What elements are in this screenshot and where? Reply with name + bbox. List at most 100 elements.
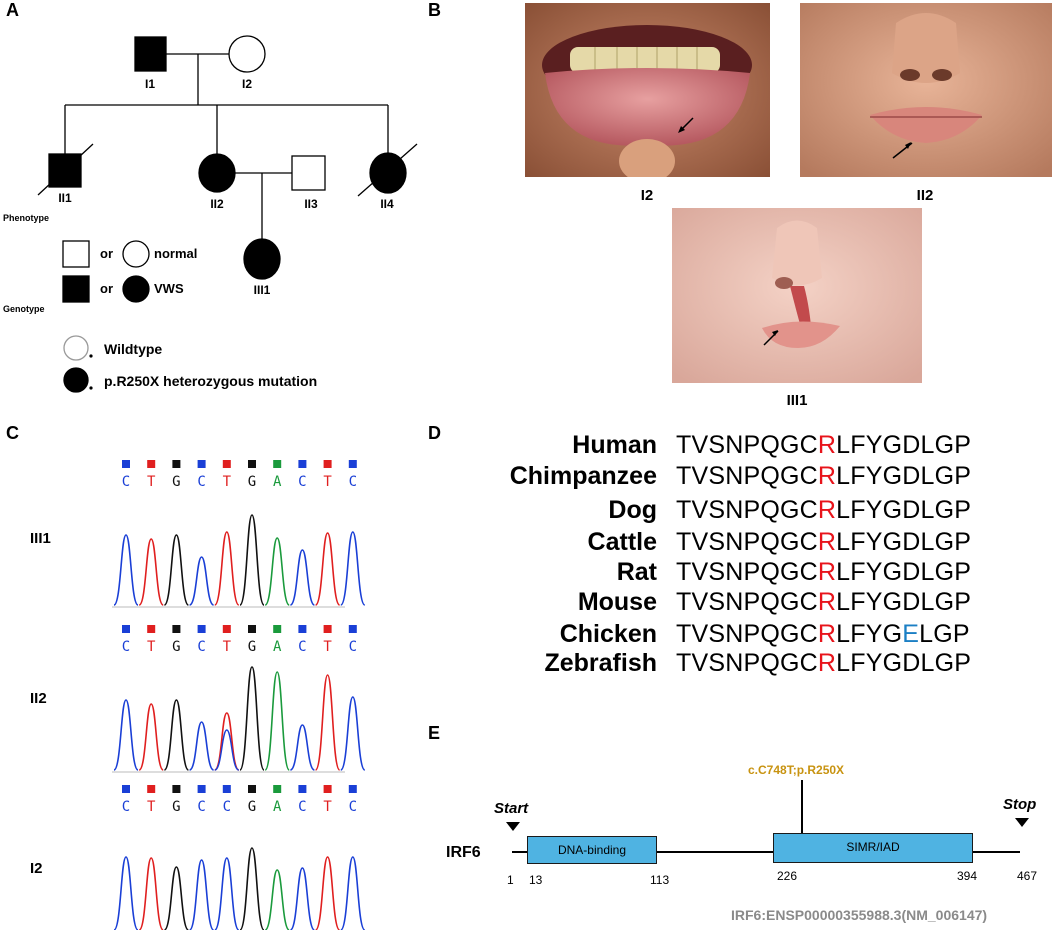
base-quality-square	[348, 460, 357, 468]
base-call-g: G	[248, 799, 256, 815]
legend-phenotype-label: Phenotype	[3, 213, 50, 223]
species-label: Chimpanzee	[509, 462, 657, 490]
base-quality-square	[298, 785, 307, 793]
legend-vws-text: VWS	[154, 281, 184, 296]
base-call-a: A	[273, 639, 282, 655]
sequence-segment: LGP	[920, 558, 972, 586]
base-call-c: C	[197, 799, 205, 815]
species-label: Dog	[608, 496, 657, 524]
mutation-label: c.C748T;p.R250X	[748, 763, 845, 777]
legend-affected-circle	[122, 275, 150, 303]
species-label: Cattle	[587, 528, 657, 556]
variant-residue: D	[902, 528, 921, 556]
trace-peak	[340, 531, 366, 606]
panel-label-b: B	[428, 0, 441, 20]
pedigree-label-ii2: II2	[210, 197, 224, 211]
base-call-a: A	[273, 799, 282, 815]
photo-label-ii2: II2	[916, 187, 934, 204]
trace-peak	[289, 724, 316, 771]
sequence-row: TVSNPQGCRLFYGDLGP	[676, 461, 971, 491]
base-quality-square	[323, 785, 332, 793]
trace-peak	[340, 696, 366, 771]
sequence-segment: LGP	[920, 431, 972, 459]
base-call-t: T	[223, 639, 232, 655]
sequence-row: TVSNPQGCRLFYGELGP	[676, 619, 970, 649]
pedigree-iii1-circle	[243, 238, 281, 280]
pedigree-label-i2: I2	[241, 77, 252, 91]
sequence-segment: LFYG	[836, 558, 903, 586]
base-call-c: C	[223, 799, 231, 815]
protein-map	[506, 780, 1029, 853]
base-quality-square	[197, 460, 206, 468]
trace-peak	[239, 666, 265, 771]
trace-peak	[138, 538, 164, 606]
trace-peak	[264, 869, 290, 930]
trace-peak	[264, 671, 290, 771]
variant-residue: D	[902, 649, 921, 677]
base-quality-square	[273, 625, 282, 633]
species-label: Mouse	[577, 588, 657, 616]
variant-residue: D	[902, 558, 921, 586]
legend-or-1: or	[100, 246, 113, 261]
photo-label-iii1: III1	[786, 392, 808, 409]
position-226: 226	[777, 869, 798, 883]
base-quality-square	[248, 785, 256, 793]
conserved-residue: R	[817, 496, 837, 524]
base-quality-square	[348, 625, 357, 633]
sequence-segment: LFYG	[836, 528, 903, 556]
species-label: Rat	[616, 558, 657, 586]
legend-mutation-text: p.R250X heterozygous mutation	[104, 373, 318, 389]
base-quality-square	[197, 785, 206, 793]
trace-peak	[314, 532, 341, 606]
base-quality-square	[273, 785, 282, 793]
legend-normal-square	[62, 240, 90, 268]
base-call-g: G	[172, 799, 180, 815]
base-call-c: C	[298, 474, 306, 490]
trace-peak	[188, 859, 215, 930]
base-quality-square	[298, 460, 307, 468]
base-quality-square	[222, 625, 231, 633]
sequence-segment: TVSNPQGC	[676, 649, 818, 677]
sequence-segment: LGP	[920, 588, 972, 616]
pedigree-ii4-circle	[369, 152, 407, 194]
species-label: Human	[572, 431, 657, 459]
legend-wildtype-text: Wildtype	[104, 341, 163, 357]
variant-residue: D	[902, 588, 921, 616]
photo-i2	[525, 3, 770, 177]
pedigree-label-ii1: II1	[58, 191, 72, 205]
base-call-c: C	[349, 474, 357, 490]
base-call-c: C	[197, 474, 205, 490]
trace-peak	[340, 856, 366, 930]
conserved-residue: R	[817, 431, 837, 459]
variant-residue: E	[902, 620, 920, 648]
gene-label: IRF6	[446, 844, 481, 861]
base-quality-square	[147, 625, 156, 633]
domain-simr-iad: SIMR/IAD	[773, 833, 973, 863]
chromatogram-label-iii1: III1	[30, 530, 51, 547]
sequence-segment: TVSNPQGC	[676, 588, 818, 616]
trace-peak	[163, 534, 190, 606]
base-call-g: G	[172, 639, 180, 655]
base-call-t: T	[147, 474, 156, 490]
chromatogram-label-i2: I2	[30, 860, 43, 877]
trace-peak	[113, 534, 139, 606]
conserved-residue: R	[817, 558, 837, 586]
base-call-g: G	[248, 639, 256, 655]
base-quality-square	[298, 625, 307, 633]
trace-peak	[138, 703, 164, 771]
trace-peak	[138, 857, 164, 930]
sequence-segment: TVSNPQGC	[676, 496, 818, 524]
panel-label-c: C	[6, 423, 19, 443]
base-quality-square	[147, 785, 156, 793]
base-call-t: T	[323, 474, 332, 490]
sequence-segment: TVSNPQGC	[676, 620, 818, 648]
sequence-segment: LGP	[920, 496, 972, 524]
photo-label-i2: I2	[640, 187, 654, 204]
base-quality-square	[248, 625, 256, 633]
base-quality-square	[172, 785, 181, 793]
sequence-segment: LFYG	[836, 588, 903, 616]
position-13: 13	[529, 873, 543, 887]
legend-normal-text: normal	[154, 246, 198, 261]
trace-peak	[214, 531, 240, 606]
panel-label-e: E	[428, 723, 441, 743]
